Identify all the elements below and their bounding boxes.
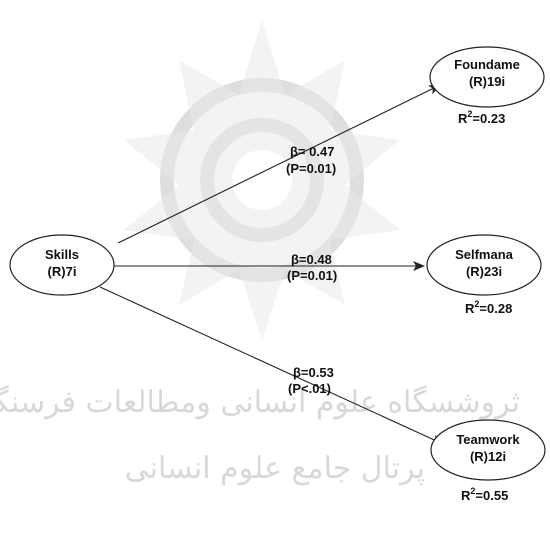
watermark-emblem xyxy=(124,20,400,340)
node-foundame-code: (R)19i xyxy=(469,74,505,89)
node-teamwork: Teamwork (R)12i xyxy=(430,419,546,481)
node-selfmana-code: (R)23i xyxy=(466,264,502,279)
r-squared-selfmana: R2=0.28 xyxy=(465,299,512,316)
p-value-selfmana: (P=0.01) xyxy=(287,268,337,283)
node-selfmana: Selfmana (R)23i xyxy=(426,234,542,296)
path-arrow-skills-foundame xyxy=(117,84,441,244)
node-teamwork-name: Teamwork xyxy=(456,432,520,447)
watermark-text-line1: ثروشسگاه علوم انسانی ومطالعات فرسنگی xyxy=(0,385,520,420)
node-teamwork-code: (R)12i xyxy=(470,449,506,464)
node-skills-code: (R)7i xyxy=(48,264,77,279)
node-selfmana-name: Selfmana xyxy=(455,247,514,262)
node-foundame: Foundame (R)19i xyxy=(429,46,545,108)
p-value-teamwork: (P<.01) xyxy=(288,381,331,396)
path-arrow-skills-teamwork xyxy=(99,286,444,445)
node-skills: Skills (R)7i xyxy=(9,234,115,296)
node-skills-name: Skills xyxy=(45,247,79,262)
beta-foundame: β= 0.47 xyxy=(290,144,334,159)
node-foundame-name: Foundame xyxy=(454,57,520,72)
watermark-text-line2: پرتال جامع علوم انسانی xyxy=(125,451,425,486)
r-squared-teamwork: R2=0.55 xyxy=(461,486,508,503)
beta-selfmana: β=0.48 xyxy=(291,252,332,267)
beta-teamwork: β=0.53 xyxy=(293,365,334,380)
r-squared-foundame: R2=0.23 xyxy=(458,109,505,126)
p-value-foundame: (P=0.01) xyxy=(286,161,336,176)
